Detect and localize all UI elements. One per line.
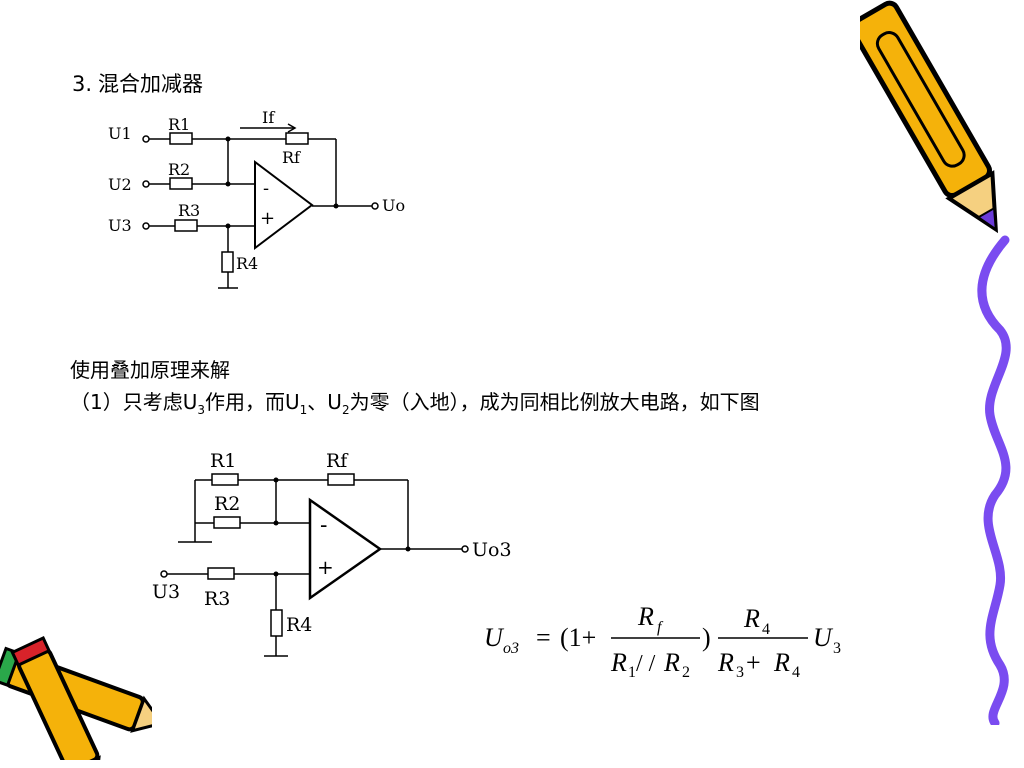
circuit-diagram-2: R1 R2 Rf R3 U3 R4 Uo3 - + [152,450,512,657]
case-description: （1）只考虑U3作用，而U1、U2为零（入地），成为同相比例放大电路，如下图 [70,390,760,417]
label2-uo3: Uo3 [472,539,512,561]
svg-text:/ /: / / [636,651,656,677]
label-uo: Uo [382,196,405,215]
label-minus: - [263,178,269,199]
section-title: 混合加减器 [98,72,204,96]
label-r3: R3 [178,201,200,220]
svg-text:U: U [813,623,834,652]
label2-r1: R1 [210,450,236,472]
svg-text:R: R [773,648,790,677]
label2-rf: Rf [326,450,349,472]
svg-text:R: R [717,648,734,677]
label2-r4: R4 [286,614,312,636]
resistor2-rf [327,473,355,486]
label-u2: U2 [108,175,132,194]
svg-text:R: R [743,604,760,633]
label-r4: R4 [236,254,258,273]
svg-text:): ) [702,623,711,652]
svg-text:f: f [657,619,664,636]
label2-r3: R3 [204,588,230,610]
section-heading: 3.混合加减器 [72,68,203,98]
svg-text:=: = [536,623,551,652]
label-u1: U1 [108,124,132,143]
svg-text:o3: o3 [503,640,519,657]
label-plus: + [260,208,275,229]
resistor2-r1 [211,473,239,486]
svg-text:3: 3 [736,664,744,681]
pencil-icon [0,636,152,760]
resistor2-r4 [270,609,283,637]
resistor2-r3 [207,567,235,580]
svg-text:R: R [663,648,680,677]
svg-text:U: U [484,623,505,652]
section-number: 3. [72,72,93,96]
resistor-rf [285,132,309,145]
pencil-icon [860,0,999,234]
label2-r2: R2 [214,493,240,515]
circuit-diagram-1: U1 U2 U3 R1 R2 R3 R4 Rf If Uo - + [108,108,405,289]
label2-u3: U3 [152,581,180,603]
svg-text:3: 3 [833,640,841,657]
op-amp-2 [308,497,383,601]
resistor-r3 [174,219,198,232]
wavy-line-decoration [977,235,1011,725]
label2-plus: + [317,555,334,579]
svg-text:4: 4 [762,621,770,638]
label-r2: R2 [168,160,190,179]
label-if: If [262,108,275,127]
svg-text:1: 1 [628,664,636,681]
svg-text:4: 4 [792,664,800,681]
label-rf: Rf [282,148,301,167]
op-amp [254,159,314,251]
svg-text:R: R [637,602,654,631]
resistor-r1 [169,132,193,145]
output-formula: U o3 = (1+ R f R 1 / / R 2 ) R 4 R 3 + R… [484,602,841,681]
svg-text:(1+: (1+ [560,623,596,652]
svg-text:2: 2 [682,664,690,681]
method-text: 使用叠加原理来解 [70,358,230,382]
label2-minus: - [320,513,327,538]
svg-text:+: + [746,648,761,677]
label-r1: R1 [168,115,190,134]
svg-text:R: R [610,648,627,677]
resistor-r4 [221,251,234,273]
label-u3: U3 [108,216,132,235]
resistor2-r2 [213,516,241,529]
resistor-r2 [169,177,193,190]
